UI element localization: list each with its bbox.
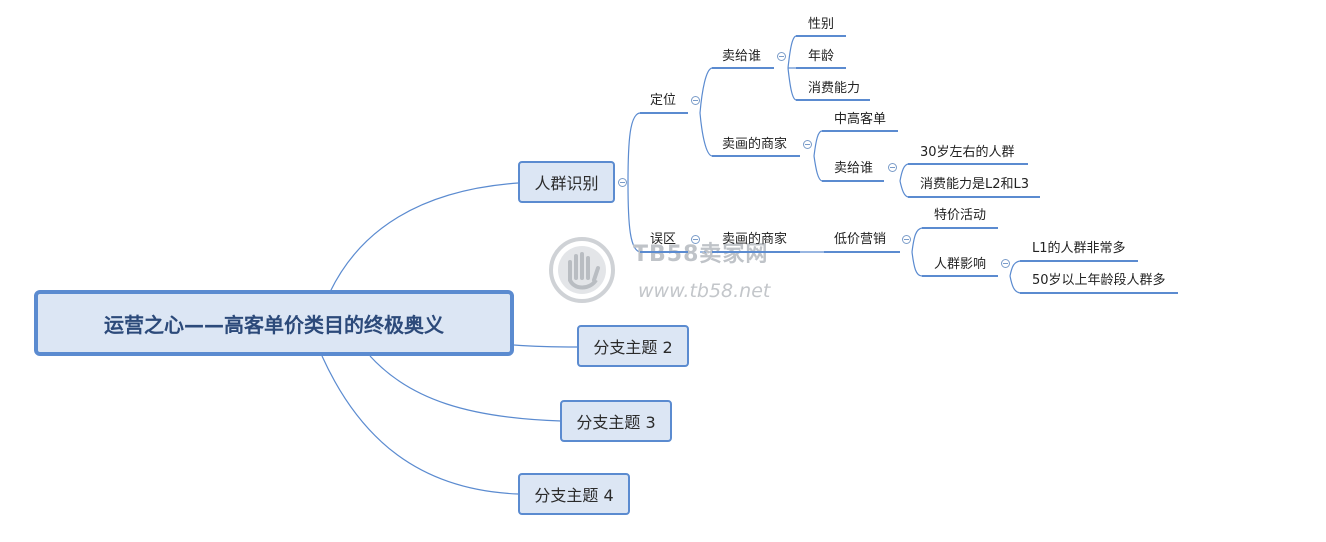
collapse-toggle-icon[interactable] [691, 235, 700, 244]
root-topic-label: 运营之心——高客单价类目的终极奥义 [104, 312, 444, 337]
topic-renqun-yingxiang[interactable]: 人群影响 [934, 257, 987, 272]
collapse-toggle-icon[interactable] [691, 96, 700, 105]
topic-underline [796, 99, 870, 101]
watermark-brand: TB58卖家网 [633, 242, 769, 267]
topic-wuqu[interactable]: 误区 [650, 232, 677, 247]
topic-dijia-yingxiao[interactable]: 低价营销 [834, 232, 887, 247]
branch-topic-label: 分支主题 2 [593, 338, 673, 357]
branch-topic-label: 人群识别 [534, 174, 599, 193]
topic-maigeishui-2[interactable]: 卖给谁 [834, 161, 874, 176]
topic-underline [822, 180, 884, 182]
root-topic[interactable]: 运营之心——高客单价类目的终极奥义 [34, 290, 514, 356]
branch-topic-3[interactable]: 分支主题 3 [560, 400, 672, 442]
branch-topic-label: 分支主题 3 [576, 413, 656, 432]
watermark-url: www.tb58.net [638, 280, 771, 302]
collapse-toggle-icon[interactable] [803, 140, 812, 149]
topic-nianling[interactable]: 年龄 [808, 49, 835, 64]
topic-underline [824, 251, 900, 253]
topic-underline [796, 67, 846, 69]
topic-underline [712, 155, 800, 157]
collapse-toggle-icon[interactable] [902, 235, 911, 244]
topic-underline [712, 67, 774, 69]
topic-underline [796, 35, 846, 37]
topic-dingwei[interactable]: 定位 [650, 93, 677, 108]
topic-underline [1020, 292, 1178, 294]
topic-renqun-30[interactable]: 30岁左右的人群 [920, 145, 1015, 160]
tb58-logo-watermark [549, 237, 615, 303]
topic-underline [822, 130, 898, 132]
topic-maihua-shangjia[interactable]: 卖画的商家 [722, 137, 788, 152]
topic-underline [1020, 260, 1138, 262]
branch-topic-2[interactable]: 分支主题 2 [577, 325, 689, 367]
topic-xiaofeinengli[interactable]: 消费能力 [808, 81, 861, 96]
branch-topic-4[interactable]: 分支主题 4 [518, 473, 630, 515]
topic-maihua-shangjia-2[interactable]: 卖画的商家 [722, 232, 788, 247]
topic-underline [640, 112, 688, 114]
branch-topic-label: 分支主题 4 [534, 486, 614, 505]
collapse-toggle-icon[interactable] [1001, 259, 1010, 268]
topic-l1[interactable]: L1的人群非常多 [1032, 241, 1126, 256]
collapse-toggle-icon[interactable] [888, 163, 897, 172]
topic-xingbie[interactable]: 性别 [808, 17, 835, 32]
topic-maigeishui[interactable]: 卖给谁 [722, 49, 762, 64]
topic-underline [922, 275, 998, 277]
topic-underline [908, 163, 1028, 165]
topic-zhonggao[interactable]: 中高客单 [834, 112, 887, 127]
topic-tejia-huodong[interactable]: 特价活动 [934, 208, 987, 223]
collapse-toggle-icon[interactable] [618, 178, 627, 187]
topic-underline [712, 251, 800, 253]
topic-underline [640, 251, 688, 253]
topic-underline [908, 196, 1040, 198]
branch-topic-1[interactable]: 人群识别 [518, 161, 615, 203]
topic-l2-l3[interactable]: 消费能力是L2和L3 [920, 177, 1030, 192]
topic-age-50[interactable]: 50岁以上年龄段人群多 [1032, 273, 1166, 288]
topic-underline [922, 227, 998, 229]
collapse-toggle-icon[interactable] [777, 52, 786, 61]
